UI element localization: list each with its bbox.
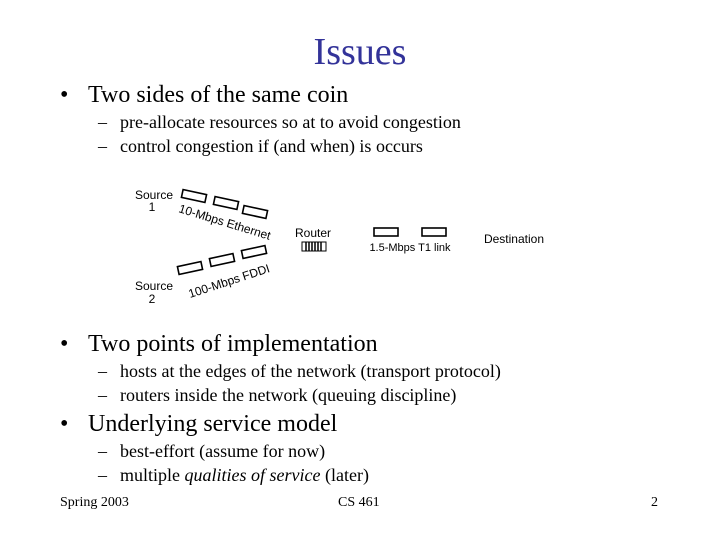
emphasis-text: qualities of service bbox=[184, 465, 321, 485]
sub-text: hosts at the edges of the network (trans… bbox=[120, 361, 501, 381]
bullet-dot: • bbox=[60, 411, 69, 437]
bullet-3: • Underlying service model bbox=[60, 411, 337, 438]
router-queue-icon bbox=[301, 241, 327, 252]
bullet-1-sub-1: –pre-allocate resources so at to avoid c… bbox=[98, 110, 461, 134]
bullet-1-text: Two sides of the same coin bbox=[88, 82, 349, 108]
sub-text: control congestion if (and when) is occu… bbox=[120, 136, 423, 156]
bullet-1: • Two sides of the same coin bbox=[60, 82, 348, 109]
source-2-number: 2 bbox=[149, 292, 156, 306]
bullet-dot: • bbox=[60, 331, 69, 357]
bullet-2-text: Two points of implementation bbox=[88, 331, 378, 357]
bullet-dot: • bbox=[60, 82, 69, 108]
sub-text: pre-allocate resources so at to avoid co… bbox=[120, 112, 461, 132]
dash: – bbox=[98, 465, 107, 485]
slide-title: Issues bbox=[313, 31, 407, 73]
source-1-label: Source bbox=[135, 188, 173, 202]
router-label: Router bbox=[295, 226, 331, 240]
packets-ethernet bbox=[180, 188, 269, 220]
sub-text: best-effort (assume for now) bbox=[120, 441, 326, 461]
dash: – bbox=[98, 441, 107, 461]
packets-t1 bbox=[373, 227, 447, 237]
dash: – bbox=[98, 136, 107, 156]
bullet-1-sub-2: –control congestion if (and when) is occ… bbox=[98, 134, 423, 158]
bullet-2-sub-1: –hosts at the edges of the network (tran… bbox=[98, 359, 501, 383]
bullet-2: • Two points of implementation bbox=[60, 331, 378, 358]
sub-text: (later) bbox=[320, 465, 369, 485]
sub-text: routers inside the network (queuing disc… bbox=[120, 385, 457, 405]
sub-text: multiple bbox=[120, 465, 185, 485]
footer-date: Spring 2003 bbox=[60, 495, 129, 510]
dash: – bbox=[98, 361, 107, 381]
footer-page-number: 2 bbox=[651, 495, 658, 510]
dash: – bbox=[98, 385, 107, 405]
source-1-number: 1 bbox=[149, 200, 156, 214]
bullet-2-sub-2: –routers inside the network (queuing dis… bbox=[98, 383, 456, 407]
source-2-label: Source bbox=[135, 279, 173, 293]
footer-course: CS 461 bbox=[338, 495, 380, 510]
destination-label: Destination bbox=[484, 232, 544, 246]
link-t1-label: 1.5-Mbps T1 link bbox=[369, 242, 451, 254]
packets-fddi bbox=[176, 244, 268, 276]
bullet-3-text: Underlying service model bbox=[88, 411, 338, 437]
bullet-3-sub-1: –best-effort (assume for now) bbox=[98, 439, 325, 463]
bullet-3-sub-2: –multiple qualities of service (later) bbox=[98, 463, 369, 487]
dash: – bbox=[98, 112, 107, 132]
